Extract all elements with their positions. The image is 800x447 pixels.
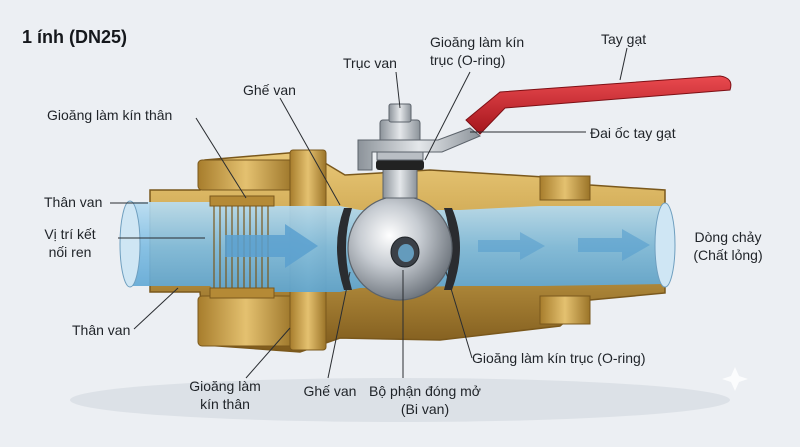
label-bo-phan-1: Bộ phận đóng mở: [369, 383, 481, 399]
diagram-title: 1 ính (DN25): [22, 27, 128, 47]
label-gioang-than-top: Gioăng làm kín thân: [47, 107, 173, 123]
thread-top: [209, 195, 275, 207]
seat-left: [337, 208, 352, 290]
label-gioang-truc-bottom: Gioăng làm kín trục (O-ring): [472, 350, 646, 366]
label-dong-chay-2: (Chất lỏng): [693, 247, 763, 263]
sparkle-icon: [722, 367, 748, 391]
label-tay-gat: Tay gạt: [601, 31, 647, 47]
left-union-top: [197, 159, 295, 191]
label-dai-oc-tay-gat: Đai ốc tay gạt: [590, 125, 676, 141]
pipe-inlet: [119, 200, 141, 288]
flow-arrows: [225, 224, 650, 268]
label-truc-van: Trục van: [343, 55, 397, 71]
ball-hole-water: [398, 244, 414, 262]
label-gioang-than-bottom-1: Gioăng làm: [189, 378, 261, 394]
pipe-outlet: [654, 202, 676, 288]
right-body-bottom: [539, 295, 591, 325]
label-than-van-top: Thân van: [44, 194, 103, 210]
label-gioang-truc-top-1: Gioăng làm kín: [430, 34, 525, 50]
label-dong-chay-1: Dòng chảy: [694, 229, 762, 245]
right-body-top: [539, 175, 591, 201]
label-ghe-van-top: Ghế van: [243, 82, 296, 98]
label-vi-tri-2: nối ren: [48, 244, 92, 260]
leader-lines: [110, 47, 628, 379]
label-bo-phan-2: (Bi van): [400, 401, 450, 417]
handle-bracket: [357, 127, 481, 171]
label-vi-tri-1: Vị trí kết: [44, 226, 96, 242]
left-union-bottom: [197, 295, 295, 347]
stem-oring-top: [376, 160, 424, 170]
label-ghe-van-bottom: Ghế van: [303, 383, 357, 399]
label-gioang-truc-top-2: trục (O-ring): [430, 52, 506, 68]
label-gioang-than-bottom-2: kín thân: [200, 396, 250, 412]
floor-shadow: [70, 378, 730, 422]
label-than-van-bottom: Thân van: [72, 322, 131, 338]
red-handle: [465, 75, 732, 135]
thread-bottom: [209, 287, 275, 299]
